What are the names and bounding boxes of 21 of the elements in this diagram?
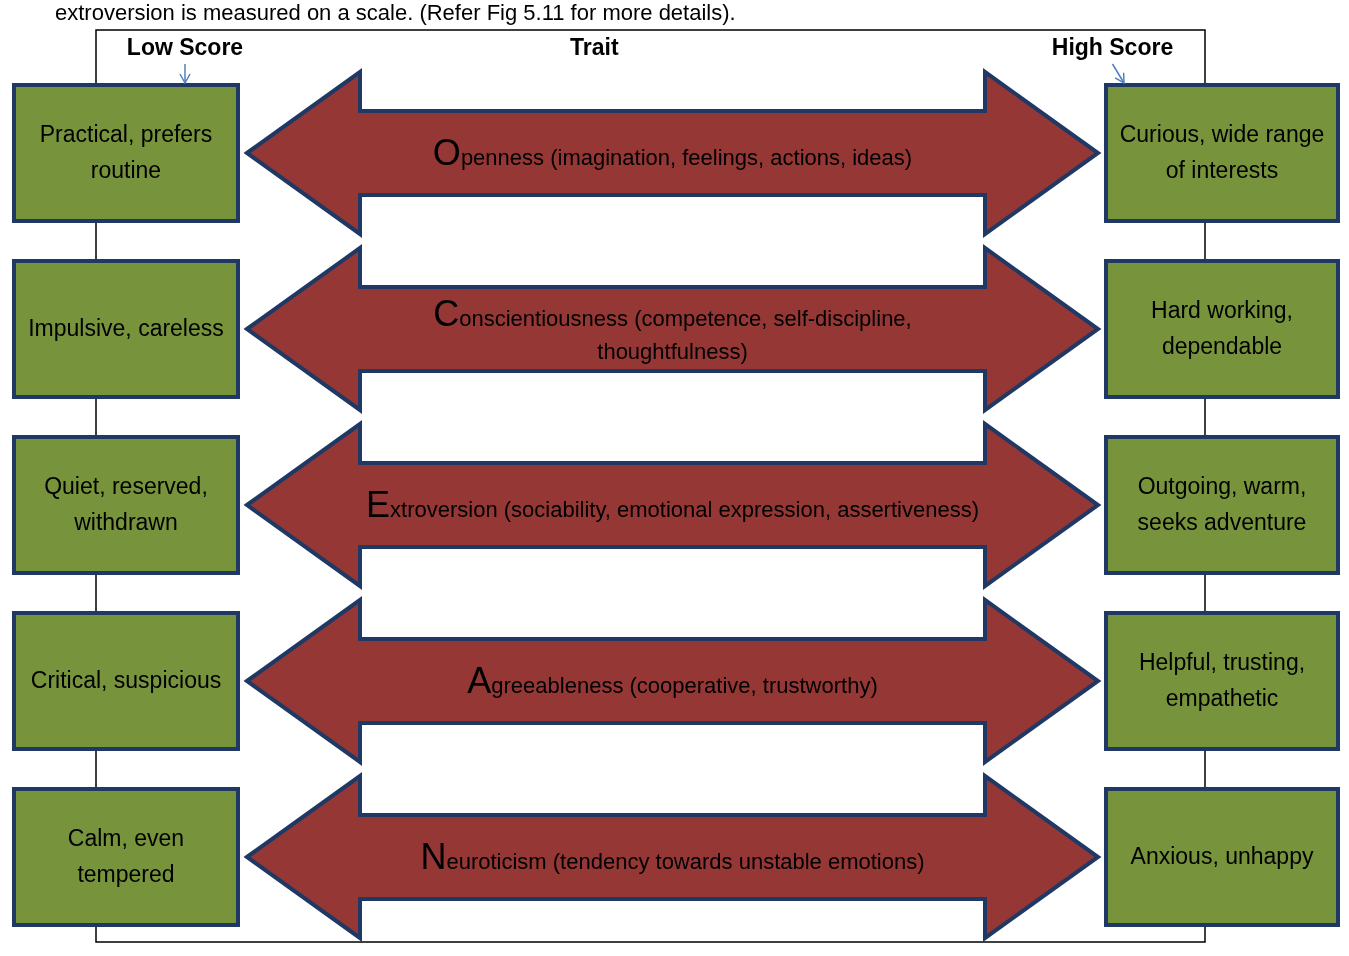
trait-description-box: Curious, wide range of interests [1104,83,1340,223]
trait-description-box: Anxious, unhappy [1104,787,1340,927]
trait-description-box: Practical, prefers routine [12,83,240,223]
trait-description-box: Outgoing, warm, seeks adventure [1104,435,1340,575]
trait-name: Openness (imagination, feelings, actions, ideas) [432,130,913,175]
column-heading: Low Score [110,34,260,64]
trait-name: Extroversion (sociability, emotional expression, assertiveness) [366,482,979,527]
trait-description-box: Hard working, dependable [1104,259,1340,399]
leader-arrow [1111,63,1125,84]
leader-arrow [179,63,191,84]
trait-description-box: Calm, even tempered [12,787,240,927]
column-heading: Trait [570,34,619,61]
trait-description-box: Critical, suspicious [12,611,240,751]
intro-sentence: extroversion is measured on a scale. (Refer Fig 5.11 for more details). [55,0,736,26]
trait-description-box: Impulsive, careless [12,259,240,399]
trait-description-box: Helpful, trusting, empathetic [1104,611,1340,751]
column-heading: High Score [1030,34,1195,64]
trait-name: Agreeableness (cooperative, trustworthy) [467,658,878,703]
trait-name: Neuroticism (tendency towards unstable emotions) [420,834,925,879]
trait-description-box: Quiet, reserved, withdrawn [12,435,240,575]
trait-name: Conscientiousness (competence, self-discipline, thoughtfulness) [432,292,913,367]
